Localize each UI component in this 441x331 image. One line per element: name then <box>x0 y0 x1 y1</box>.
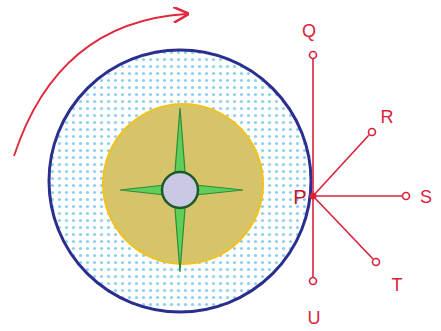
point-label: R <box>381 108 394 126</box>
line-end-circles <box>310 52 410 285</box>
hub <box>162 172 198 208</box>
point-label: S <box>420 188 432 206</box>
point-label: Q <box>302 22 316 40</box>
point-label: P <box>293 187 306 207</box>
point-p-dot <box>310 193 317 200</box>
point-label: T <box>392 276 403 294</box>
point-label: U <box>308 309 321 327</box>
outer-disc <box>49 50 311 312</box>
star-spokes <box>120 108 243 272</box>
direction-lines <box>313 59 402 277</box>
